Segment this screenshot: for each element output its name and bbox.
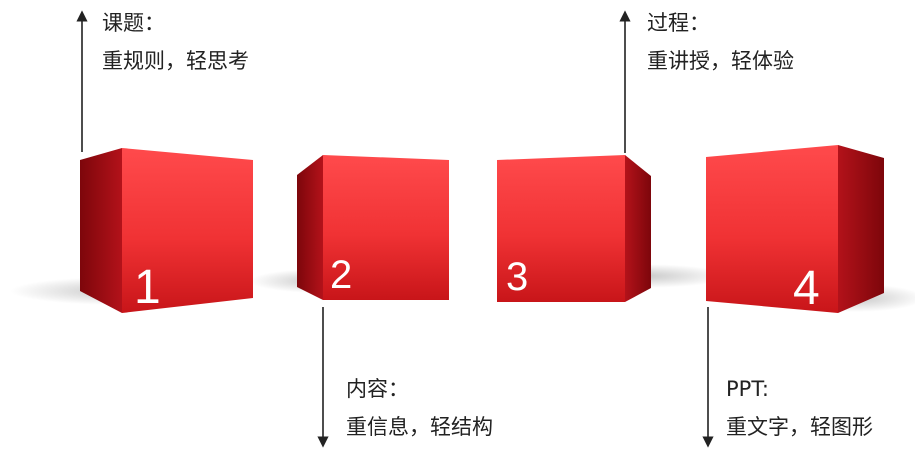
cube-2-side	[297, 155, 323, 300]
note-3: 过程： 重讲授，轻体验	[647, 4, 794, 80]
note-3-desc: 重讲授，轻体验	[647, 49, 794, 73]
note-4-title: PPT:	[726, 377, 769, 401]
cube-4-side	[838, 145, 884, 313]
cube-3-front	[497, 155, 625, 302]
cube-1-number: 1	[134, 261, 161, 314]
cube-1: 1	[80, 148, 253, 314]
note-1-desc: 重规则，轻思考	[102, 49, 249, 73]
cube-4-front	[706, 145, 838, 313]
cube-2-front	[323, 155, 449, 300]
cube-1-front	[122, 148, 253, 313]
cube-1-side	[80, 148, 122, 313]
note-4-desc: 重文字，轻图形	[726, 415, 873, 439]
cube-3: 3	[497, 155, 651, 302]
note-2-desc: 重信息，轻结构	[346, 415, 493, 439]
note-1: 课题： 重规则，轻思考	[102, 4, 249, 80]
note-4: PPT: 重文字，轻图形	[726, 370, 873, 446]
note-2: 内容： 重信息，轻结构	[346, 370, 493, 446]
cube-3-side	[625, 155, 651, 302]
note-3-title: 过程：	[647, 11, 710, 35]
cube-4: 4	[706, 145, 884, 315]
cube-2-number: 2	[330, 253, 352, 297]
note-1-title: 课题：	[102, 11, 165, 35]
cube-2: 2	[297, 155, 449, 300]
cube-3-number: 3	[506, 255, 528, 299]
note-2-title: 内容：	[346, 377, 409, 401]
cube-4-number: 4	[793, 262, 820, 315]
